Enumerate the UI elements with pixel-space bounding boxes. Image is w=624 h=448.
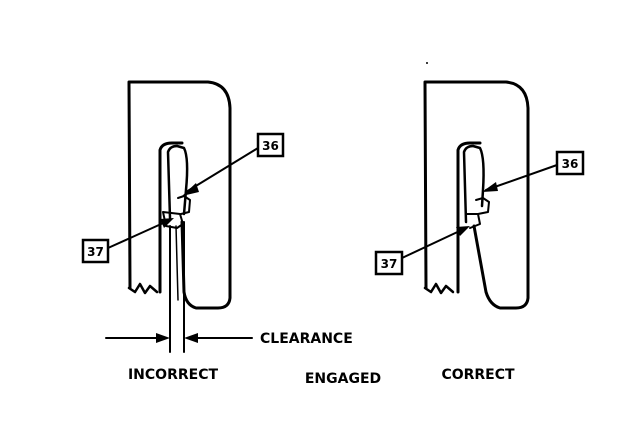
- incorrect-panel: CLEARANCE 36 37 INCORRECT: [81, 80, 353, 383]
- left-callout-37-text: 37: [87, 245, 104, 259]
- clearance-arrowhead-right: [184, 333, 198, 343]
- left-leader-36-arrowhead: [182, 183, 199, 196]
- right-callout-36-text: 36: [562, 157, 579, 171]
- right-callout-37-text: 37: [381, 257, 398, 271]
- left-callout-37-box: [81, 238, 110, 264]
- right-callout-36-box: [555, 150, 585, 176]
- right-leader-36-arrowhead: [482, 182, 498, 192]
- left-leader-36: [185, 147, 259, 193]
- left-callout-36-text: 36: [262, 139, 279, 153]
- clearance-label: CLEARANCE: [260, 331, 353, 347]
- left-latch-36: [166, 144, 189, 220]
- right-callout-37-box: [374, 250, 404, 276]
- right-break-line: [423, 282, 455, 295]
- right-latch-36-step: [475, 197, 490, 215]
- right-catch-37: [465, 213, 481, 229]
- left-slot-wall: [158, 141, 184, 294]
- incorrect-caption: INCORRECT: [128, 367, 219, 383]
- right-leader-37: [401, 227, 467, 259]
- correct-panel: 36 37 CORRECT: [374, 80, 585, 383]
- right-housing-outline: [423, 80, 530, 310]
- correct-caption: CORRECT: [441, 367, 515, 383]
- left-clearance-line-c: [175, 225, 179, 301]
- engaged-caption: ENGAGED: [305, 371, 381, 387]
- scan-speck: [426, 62, 428, 64]
- right-slot-wall: [456, 141, 482, 294]
- left-housing-outline: [127, 80, 232, 310]
- right-latch-36: [462, 144, 485, 224]
- right-leader-37-arrowhead: [456, 226, 470, 236]
- left-latch-36-step: [177, 195, 191, 215]
- left-leader-37-arrowhead: [160, 218, 174, 228]
- left-leader-37: [107, 219, 171, 249]
- clearance-arrowhead-left: [156, 333, 170, 343]
- left-break-line: [127, 282, 159, 295]
- left-callout-36-box: [256, 132, 285, 158]
- right-leader-36: [485, 164, 558, 191]
